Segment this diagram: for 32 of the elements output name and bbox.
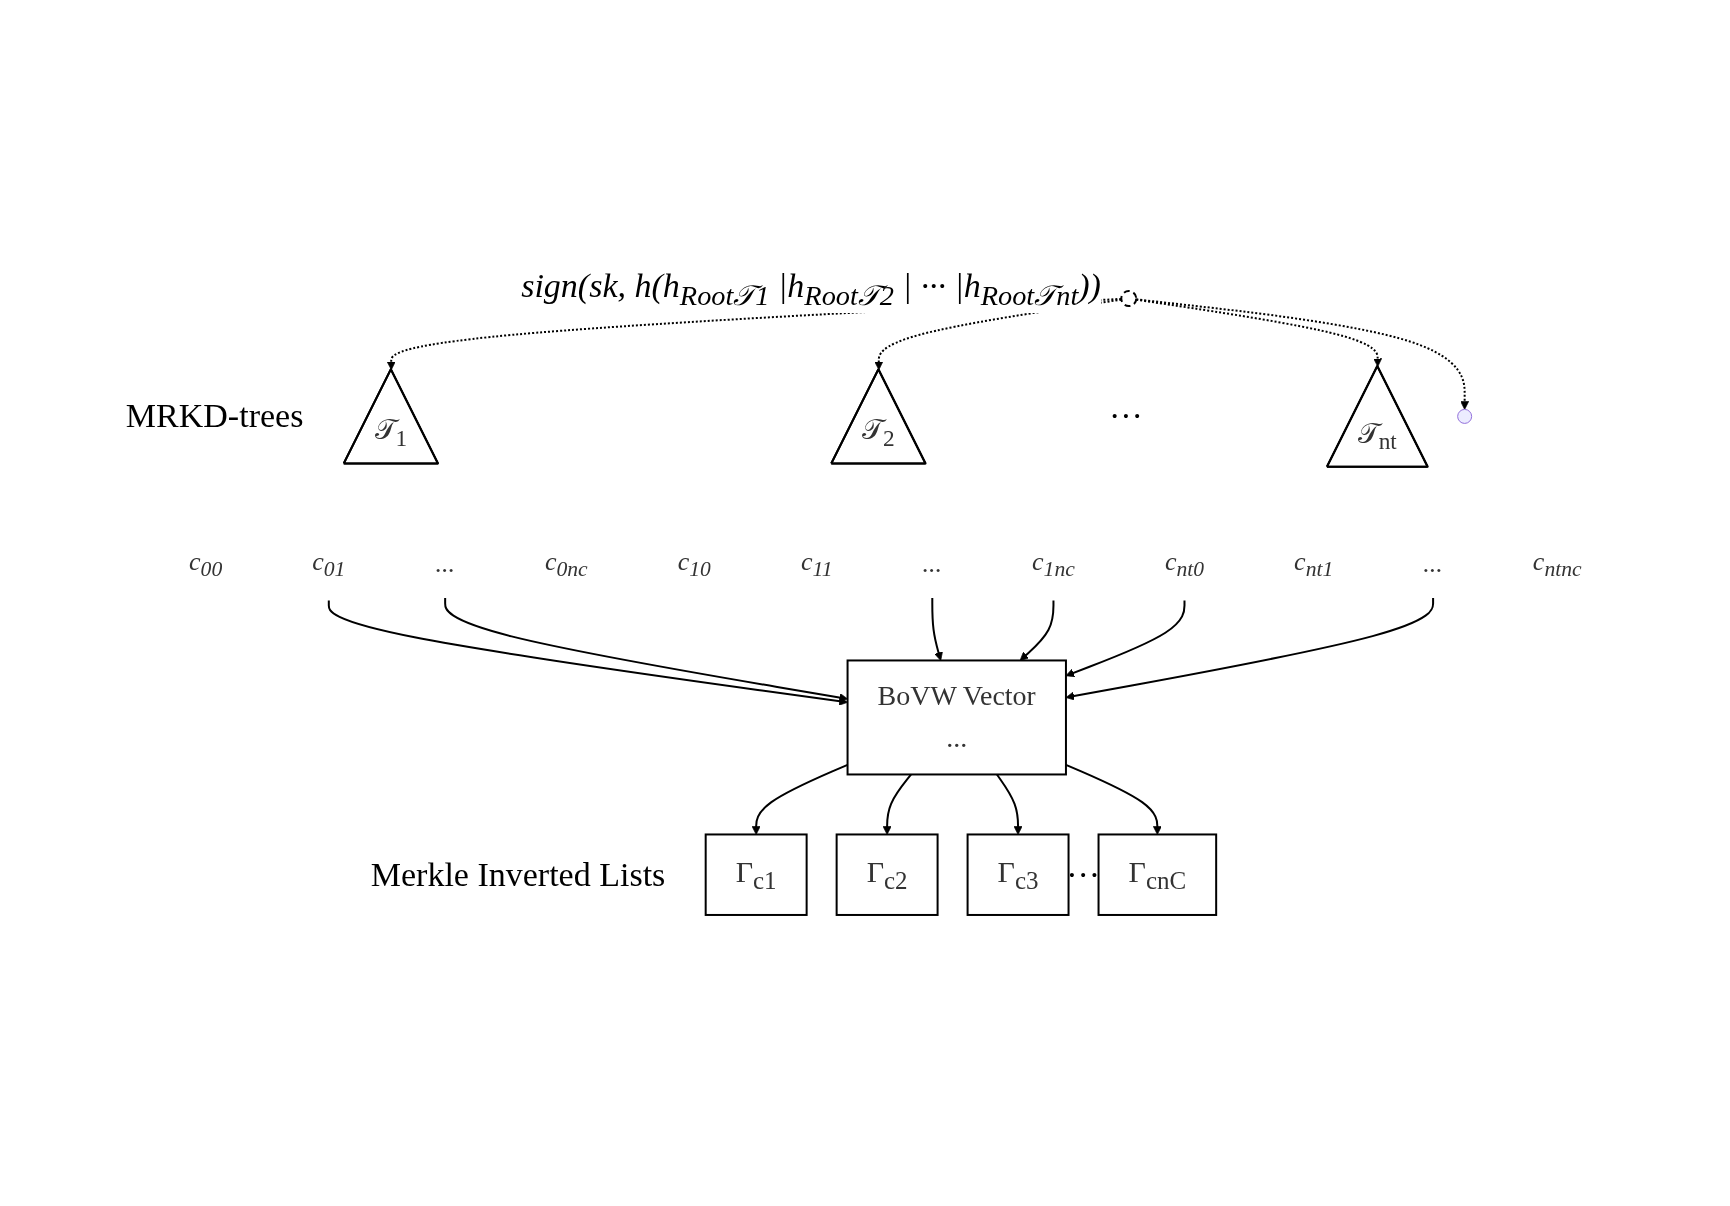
node-text: c$_{ntnc}$	[1532, 546, 1582, 581]
arrow	[995, 773, 1023, 835]
arrow	[1065, 599, 1186, 678]
node-box: BoVW Vector ...	[846, 659, 1067, 776]
row-label: Merkle Inverted Lists	[370, 855, 666, 894]
arrow	[1134, 298, 1382, 367]
node-text: c$_{nt0}$	[1164, 546, 1204, 581]
node-text: ...	[435, 549, 455, 579]
arrow	[1065, 597, 1434, 701]
node-text: ...	[922, 549, 942, 579]
node-text: c$_{1nc}$	[1031, 546, 1075, 581]
node-text: ...	[1423, 549, 1443, 579]
node-box: Γ$_{c3}$	[966, 833, 1070, 916]
node-box: Γ$_{cnC}$	[1097, 833, 1217, 916]
formula-text: sign(sk, h(h$_{Root𝒯1}$ |h$_{Root𝒯2}$ | ··· |h$_{Root𝒯nt}$))	[521, 267, 1101, 313]
arrow	[882, 773, 912, 835]
row-label: MRKD-trees	[125, 397, 304, 436]
arrow	[1019, 599, 1055, 661]
arrow	[1134, 298, 1469, 410]
node-text: c$_{00}$	[188, 546, 222, 581]
node-text: c$_{nt1}$	[1293, 546, 1333, 581]
node-text: c$_{01}$	[311, 546, 346, 581]
arrow	[930, 597, 943, 661]
row-label: ···	[1108, 397, 1143, 436]
node-text: c$_{10}$	[677, 546, 711, 581]
arrow	[443, 597, 848, 702]
node-box: Γ$_{c1}$	[704, 833, 808, 916]
node-text: c$_{11}$	[800, 546, 833, 581]
node-text: c$_{0nc}$	[544, 546, 588, 581]
node-circle	[1119, 290, 1137, 308]
node-box: Γ$_{c2}$	[835, 833, 939, 916]
arrow	[327, 599, 848, 706]
